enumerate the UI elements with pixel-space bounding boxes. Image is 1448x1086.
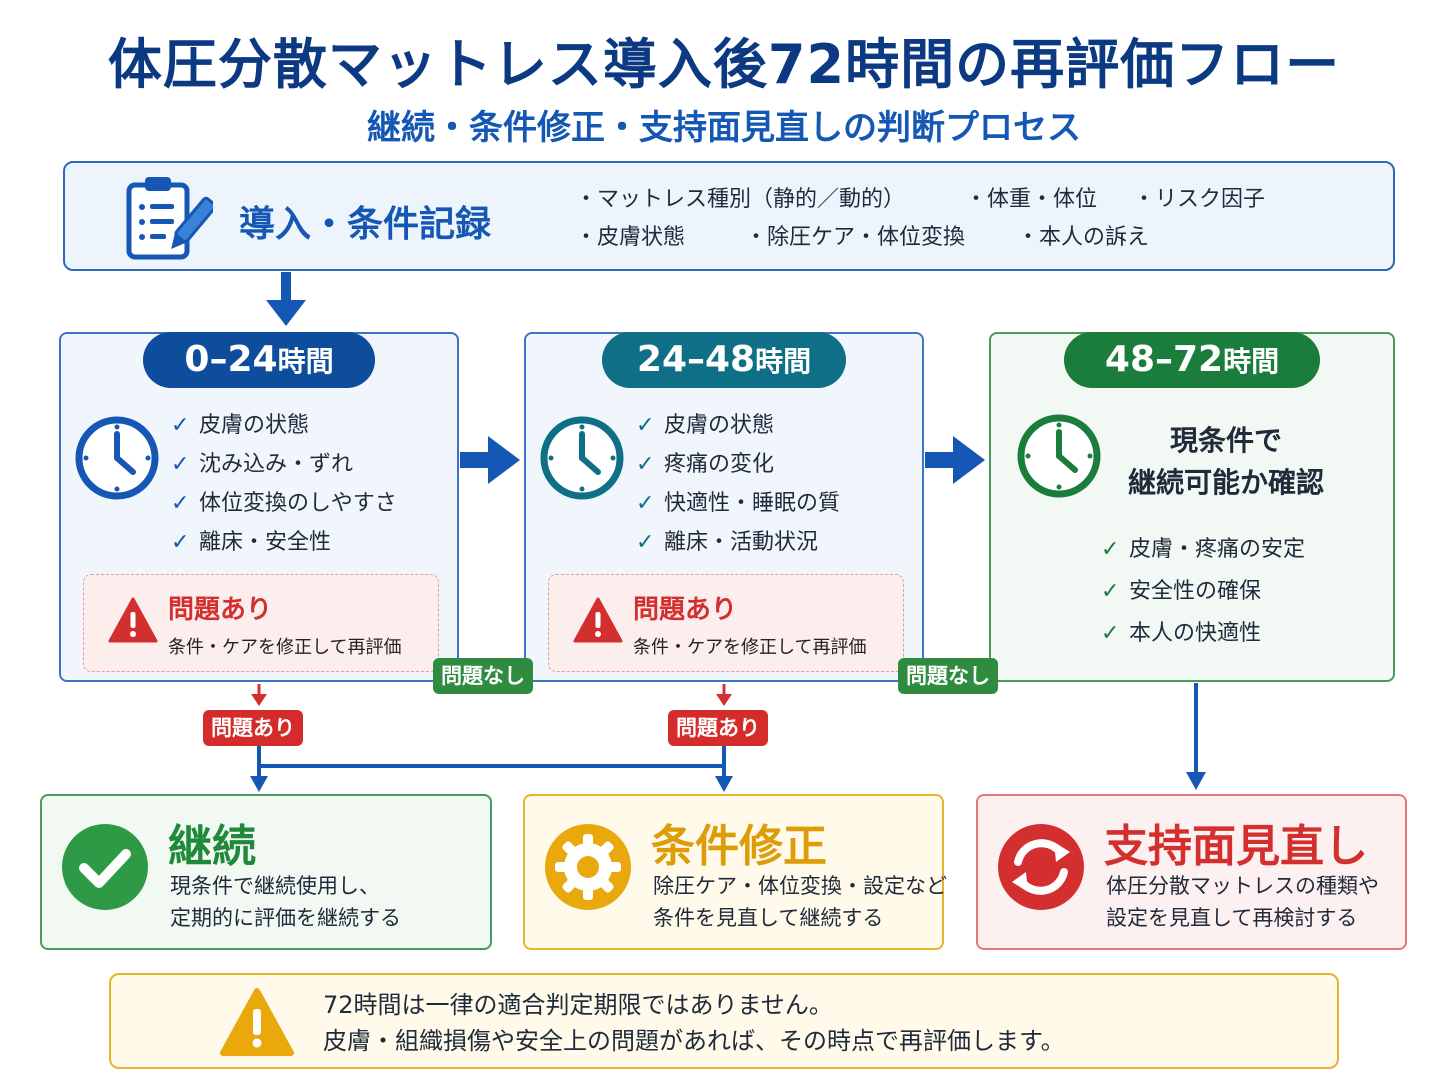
arrow-p1-problem-head (251, 694, 267, 706)
arrow-p2-p3-head (953, 436, 985, 484)
check-item: ✓離床・安全性 (171, 523, 397, 562)
outcome-title: 継続 (168, 821, 256, 872)
check-item: ✓離床・活動状況 (636, 523, 840, 562)
check-item: ✓沈み込み・ずれ (171, 445, 397, 484)
check-item: ✓皮膚の状態 (636, 406, 840, 445)
check-icon: ✓ (1101, 621, 1120, 646)
outcome-title: 条件修正 (651, 821, 827, 872)
check-circle-icon (62, 824, 148, 910)
check-item: ✓体位変換のしやすさ (171, 484, 397, 523)
check-list: ✓皮膚の状態 ✓沈み込み・ずれ ✓体位変換のしやすさ ✓離床・安全性 (171, 406, 397, 562)
arrow-to-review (1186, 772, 1206, 790)
clock-icon (540, 416, 624, 500)
tag-problem: 問題あり (203, 710, 303, 746)
check-icon: ✓ (636, 413, 655, 438)
check-icon: ✓ (636, 530, 655, 555)
check-icon: ✓ (171, 530, 190, 555)
problem-title: 問題あり (168, 595, 273, 625)
warning-icon (573, 597, 623, 643)
outcome-desc: 体圧分散マットレスの種類や 設定を見直して再検討する (1106, 874, 1379, 930)
check-icon: ✓ (636, 491, 655, 516)
tag-problem: 問題あり (668, 710, 768, 746)
page-subtitle: 継続・条件修正・支持面見直しの判断プロセス (367, 108, 1081, 148)
intro-items: ・マットレス種別（静的／動的） ・体重・体位 ・リスク因子 ・皮膚状態 ・除圧ケ… (575, 181, 1375, 257)
phase-time-pill: 24–48時間 (602, 332, 846, 388)
page-title: 体圧分散マットレス導入後72時間の再評価フロー (107, 33, 1341, 96)
problem-desc: 条件・ケアを修正して再評価 (633, 637, 867, 658)
tag-no-problem: 問題なし (433, 658, 533, 694)
caution-note: 72時間は一律の適合判定期限ではありません。 皮膚・組織損傷や安全上の問題があれ… (109, 973, 1339, 1069)
problem-title: 問題あり (633, 595, 738, 625)
outcome-title: 支持面見直し (1104, 821, 1368, 872)
check-list: ✓皮膚・疼痛の安定 ✓安全性の確保 ✓本人の快適性 (1101, 529, 1305, 655)
phase-0-24: 0–24時間 ✓皮膚の状態 ✓沈み込み・ずれ ✓体位変換のしやすさ ✓離床・安全… (59, 332, 459, 682)
outcome-continue: 継続 現条件で継続使用し、 定期的に評価を継続する (40, 794, 492, 950)
intro-title: 導入・条件記録 (239, 204, 492, 245)
problem-box: 問題あり 条件・ケアを修正して再評価 (83, 574, 439, 672)
check-icon: ✓ (1101, 537, 1120, 562)
arrow-intro-down (281, 272, 291, 302)
check-item: ✓安全性の確保 (1101, 571, 1305, 613)
arrow-p2-p3 (925, 452, 955, 468)
check-icon: ✓ (171, 413, 190, 438)
phase-time-pill: 0–24時間 (143, 332, 375, 388)
check-item: ✓疼痛の変化 (636, 445, 840, 484)
clock-icon (75, 416, 159, 500)
check-icon: ✓ (1101, 579, 1120, 604)
intro-item: ・除圧ケア・体位変換 (745, 225, 966, 250)
note-text: 72時間は一律の適合判定期限ではありません。 皮膚・組織損傷や安全上の問題があれ… (323, 991, 1065, 1055)
check-item: ✓快適性・睡眠の質 (636, 484, 840, 523)
arrow-p2-problem-head (716, 694, 732, 706)
arrow-p1-p2-head (488, 436, 520, 484)
check-icon: ✓ (171, 452, 190, 477)
gear-icon (545, 824, 631, 910)
intro-item: ・本人の訴え (1017, 225, 1150, 250)
intro-item: ・体重・体位 (965, 187, 1098, 212)
arrow-to-continue (250, 776, 268, 792)
arrow-intro-down-head (266, 300, 306, 326)
check-icon: ✓ (171, 491, 190, 516)
warning-icon (108, 597, 158, 643)
check-item: ✓皮膚・疼痛の安定 (1101, 529, 1305, 571)
outcome-review-surface: 支持面見直し 体圧分散マットレスの種類や 設定を見直して再検討する (976, 794, 1407, 950)
phase-48-72: 48–72時間 現条件で 継続可能か確認 ✓皮膚・疼痛の安定 ✓安全性の確保 ✓… (989, 332, 1395, 682)
intro-item: ・リスク因子 (1133, 187, 1266, 212)
warning-icon (220, 988, 294, 1056)
intro-item: ・皮膚状態 (575, 225, 686, 250)
phase-heading: 現条件で 継続可能か確認 (1127, 424, 1324, 499)
outcome-desc: 除圧ケア・体位変換・設定など 条件を見直して継続する (653, 874, 947, 930)
check-list: ✓皮膚の状態 ✓疼痛の変化 ✓快適性・睡眠の質 ✓離床・活動状況 (636, 406, 840, 562)
clipboard-icon (126, 177, 213, 260)
arrow-to-modify (715, 776, 733, 792)
intro-record-box: 導入・条件記録 ・マットレス種別（静的／動的） ・体重・体位 ・リスク因子 ・皮… (63, 161, 1395, 271)
phase-24-48: 24–48時間 ✓皮膚の状態 ✓疼痛の変化 ✓快適性・睡眠の質 ✓離床・活動状況… (524, 332, 924, 682)
intro-item: ・マットレス種別（静的／動的） (575, 187, 906, 212)
problem-box: 問題あり 条件・ケアを修正して再評価 (548, 574, 904, 672)
check-item: ✓皮膚の状態 (171, 406, 397, 445)
outcome-modify: 条件修正 除圧ケア・体位変換・設定など 条件を見直して継続する (523, 794, 947, 950)
arrow-p1-p2 (460, 452, 490, 468)
phase-time-pill: 48–72時間 (1064, 332, 1320, 388)
check-icon: ✓ (636, 452, 655, 477)
problem-desc: 条件・ケアを修正して再評価 (168, 637, 402, 658)
tag-no-problem: 問題なし (898, 658, 998, 694)
outcome-desc: 現条件で継続使用し、 定期的に評価を継続する (170, 874, 401, 930)
clock-icon (1017, 414, 1101, 498)
refresh-icon (998, 824, 1084, 910)
check-item: ✓本人の快適性 (1101, 613, 1305, 655)
